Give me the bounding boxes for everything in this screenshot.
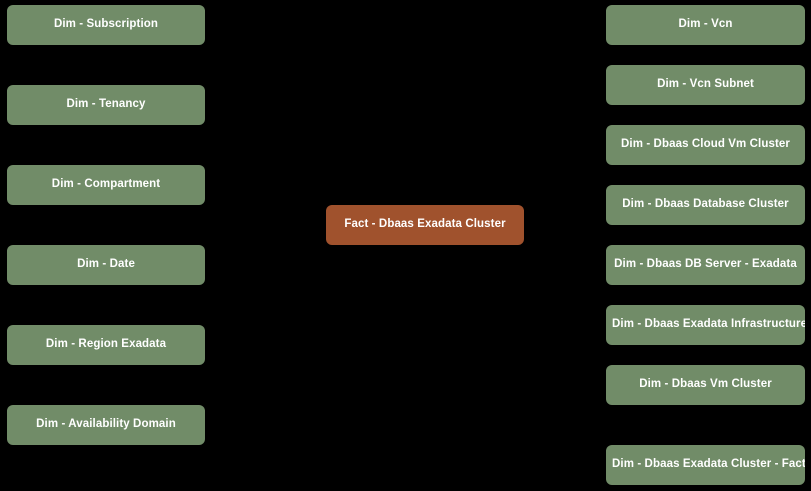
dim-node-label: Dim - Dbaas Exadata Infrastructure xyxy=(612,318,805,331)
dim-node-date[interactable]: Dim - Date xyxy=(7,245,205,285)
dim-node-label: Dim - Dbaas Exadata Cluster - Fact xyxy=(612,458,805,471)
dim-node-availability-domain[interactable]: Dim - Availability Domain xyxy=(7,405,205,445)
dim-node-label: Dim - Subscription xyxy=(53,18,159,31)
dim-node-label: Dim - Vcn Subnet xyxy=(657,78,754,91)
dim-node-dbaas-exadata-cluster-fact[interactable]: Dim - Dbaas Exadata Cluster - Fact xyxy=(606,445,805,485)
dim-node-label: Dim - Dbaas DB Server - Exadata xyxy=(614,258,797,271)
dim-node-label: Dim - Dbaas Vm Cluster xyxy=(639,378,772,391)
dim-node-label: Dim - Date xyxy=(77,258,135,271)
dim-node-compartment[interactable]: Dim - Compartment xyxy=(7,165,205,205)
dim-node-tenancy[interactable]: Dim - Tenancy xyxy=(7,85,205,125)
dim-node-label: Dim - Region Exadata xyxy=(45,338,167,351)
fact-node-label: Fact - Dbaas Exadata Cluster xyxy=(344,218,506,231)
dim-node-vcn[interactable]: Dim - Vcn xyxy=(606,5,805,45)
dim-node-dbaas-database-cluster[interactable]: Dim - Dbaas Database Cluster xyxy=(606,185,805,225)
dim-node-region-exadata[interactable]: Dim - Region Exadata xyxy=(7,325,205,365)
fact-node-dbaas-exadata-cluster[interactable]: Fact - Dbaas Exadata Cluster xyxy=(326,205,524,245)
dim-node-label: Dim - Availability Domain xyxy=(36,418,176,431)
dim-node-vcn-subnet[interactable]: Dim - Vcn Subnet xyxy=(606,65,805,105)
dim-node-subscription[interactable]: Dim - Subscription xyxy=(7,5,205,45)
dim-node-label: Dim - Dbaas Database Cluster xyxy=(622,198,789,211)
dim-node-label: Dim - Compartment xyxy=(51,178,161,191)
dim-node-dbaas-db-server-exadata[interactable]: Dim - Dbaas DB Server - Exadata xyxy=(606,245,805,285)
dim-node-label: Dim - Tenancy xyxy=(66,98,146,111)
dim-node-label: Dim - Vcn xyxy=(678,18,733,31)
dim-node-dbaas-exadata-infrastructure[interactable]: Dim - Dbaas Exadata Infrastructure xyxy=(606,305,805,345)
dim-node-label: Dim - Dbaas Cloud Vm Cluster xyxy=(621,138,790,151)
dim-node-dbaas-cloud-vm-cluster[interactable]: Dim - Dbaas Cloud Vm Cluster xyxy=(606,125,805,165)
dim-node-dbaas-vm-cluster[interactable]: Dim - Dbaas Vm Cluster xyxy=(606,365,805,405)
